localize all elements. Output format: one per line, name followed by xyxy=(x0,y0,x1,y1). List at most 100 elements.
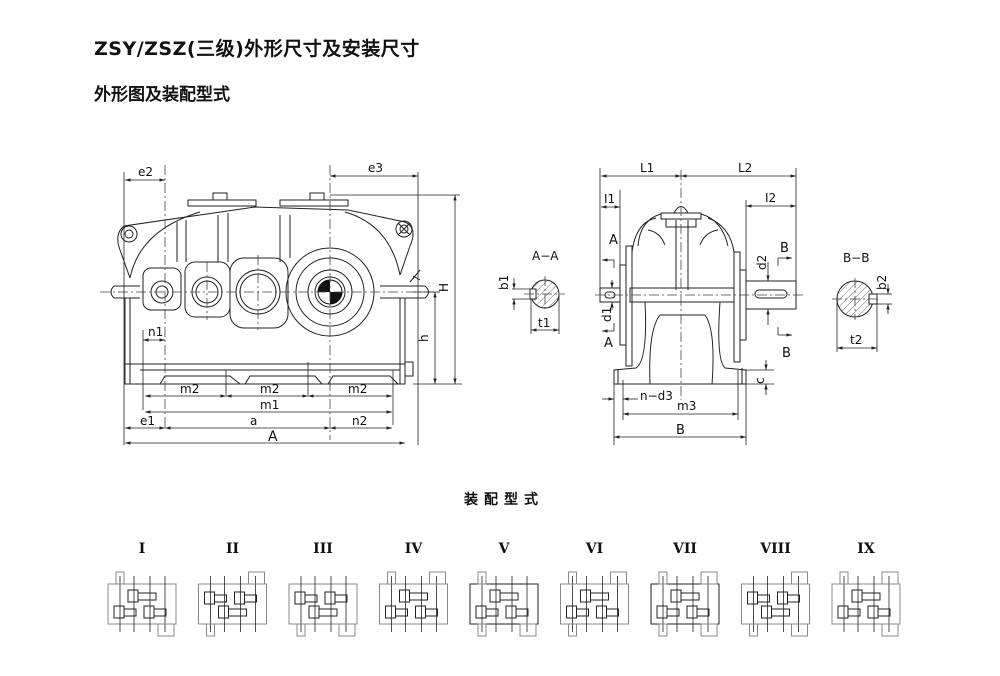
pinion-icon xyxy=(425,608,438,617)
assembly-type-label: I xyxy=(139,541,146,557)
dim-label-d1: d1 xyxy=(600,307,614,322)
assembly-heading: 装配型式 xyxy=(464,492,544,508)
section-a-a: A−A b1 t1 xyxy=(497,249,565,334)
housing-outline xyxy=(379,583,448,625)
section-marker-b-bottom: B xyxy=(782,346,791,361)
gearbox-housing-front xyxy=(110,192,429,385)
pinion-icon xyxy=(137,592,157,601)
pinion-icon xyxy=(318,608,338,617)
gear-icon xyxy=(143,605,155,619)
dim-label-n-d3: n−d3 xyxy=(640,389,673,403)
input-shaft-icon xyxy=(749,623,758,637)
dim-label-m1: m1 xyxy=(260,398,279,412)
gear-icon xyxy=(489,589,501,603)
dim-label-e3: e3 xyxy=(368,161,383,175)
input-shaft-icon xyxy=(568,571,577,585)
dim-label-n2: n2 xyxy=(352,414,367,428)
gear-icon xyxy=(566,605,577,619)
pinion-icon xyxy=(861,592,881,601)
input-shaft-icon xyxy=(477,571,487,585)
gear-icon xyxy=(686,605,698,619)
section-aa-title: A−A xyxy=(532,249,559,263)
gear-icon xyxy=(324,591,336,605)
pinion-icon xyxy=(123,608,137,617)
dim-label-l2: I2 xyxy=(765,191,776,205)
output-shaft-icon xyxy=(157,623,175,637)
bolt-icon xyxy=(212,192,228,201)
gear-icon xyxy=(308,605,320,619)
gear-icon xyxy=(505,605,517,619)
gear-icon xyxy=(399,589,410,603)
pinion-icon xyxy=(334,594,348,603)
input-shaft-icon xyxy=(568,623,577,637)
pinion-icon xyxy=(304,594,318,603)
output-shaft-icon xyxy=(519,623,537,637)
dim-label-b2: b2 xyxy=(875,275,889,290)
gear-icon xyxy=(656,605,668,619)
pinion-icon xyxy=(771,608,790,617)
pinion-icon xyxy=(847,608,861,617)
input-shaft-icon xyxy=(658,571,668,585)
gear-icon xyxy=(127,589,139,603)
housing-outline xyxy=(650,583,720,625)
pinion-icon xyxy=(485,608,499,617)
gear-icon xyxy=(204,591,215,605)
pinion-icon xyxy=(606,608,619,617)
output-shaft-icon xyxy=(881,623,899,637)
section-marker-a-bottom: A xyxy=(604,336,613,351)
pinion-icon xyxy=(666,608,680,617)
input-shaft-icon xyxy=(839,571,849,585)
assembly-type-8: VIII xyxy=(741,541,810,637)
housing-outline xyxy=(741,583,810,625)
input-shaft-icon xyxy=(115,571,125,585)
housing-outline xyxy=(560,583,629,625)
gear-icon xyxy=(867,605,879,619)
section-marker-b-top: B xyxy=(780,241,789,256)
input-shaft-icon xyxy=(658,623,668,637)
front-view: e2 e3 H h n1 m2 m2 m2 m1 e1 a n2 A xyxy=(100,161,462,445)
dim-label-a: a xyxy=(250,414,257,428)
pinion-icon xyxy=(515,608,529,617)
output-shaft-icon xyxy=(429,571,446,585)
assembly-type-label: IV xyxy=(405,541,424,557)
output-shaft-icon xyxy=(700,571,718,585)
dim-label-m2: m2 xyxy=(348,382,367,396)
dim-label-m2: m2 xyxy=(260,382,279,396)
assembly-type-7: VII xyxy=(650,541,720,637)
side-view: L1 L2 I1 I2 A A B B d1 d2 c n−d3 m3 B xyxy=(595,161,805,445)
input-shaft-icon xyxy=(477,623,487,637)
housing-outline xyxy=(469,583,539,625)
dim-label-l1: I1 xyxy=(604,192,615,206)
dim-label-L1: L1 xyxy=(640,161,654,175)
dim-label-B: B xyxy=(676,423,685,438)
oil-gauge-icon xyxy=(409,269,421,283)
output-shaft-icon xyxy=(791,571,808,585)
assembly-type-label: V xyxy=(498,541,511,557)
gear-icon xyxy=(580,589,591,603)
gear-icon xyxy=(837,605,849,619)
dim-label-b1: b1 xyxy=(497,275,511,290)
housing-outline xyxy=(198,583,267,625)
housing-outline xyxy=(831,583,901,625)
dim-label-t1: t1 xyxy=(538,316,550,330)
gear-icon xyxy=(761,605,772,619)
pinion-icon xyxy=(590,592,609,601)
assembly-type-6: VI xyxy=(560,541,629,637)
input-shaft-icon xyxy=(387,571,396,585)
dim-label-L2: L2 xyxy=(738,161,752,175)
assembly-type-9: IX xyxy=(831,541,901,637)
pinion-icon xyxy=(696,608,710,617)
gear-icon xyxy=(234,591,245,605)
assembly-type-label: III xyxy=(313,541,333,557)
dim-label-d2: d2 xyxy=(755,255,769,270)
output-shaft-icon xyxy=(881,571,899,585)
dim-label-H: H xyxy=(437,283,451,292)
assembly-type-4: IV xyxy=(379,541,448,632)
housing-outline xyxy=(107,583,177,625)
pinion-icon xyxy=(153,608,167,617)
dim-label-e1: e1 xyxy=(140,414,155,428)
page-title: ZSY/ZSZ(三级)外形尺寸及安装尺寸 xyxy=(94,38,420,60)
assembly-type-label: VIII xyxy=(759,541,791,557)
